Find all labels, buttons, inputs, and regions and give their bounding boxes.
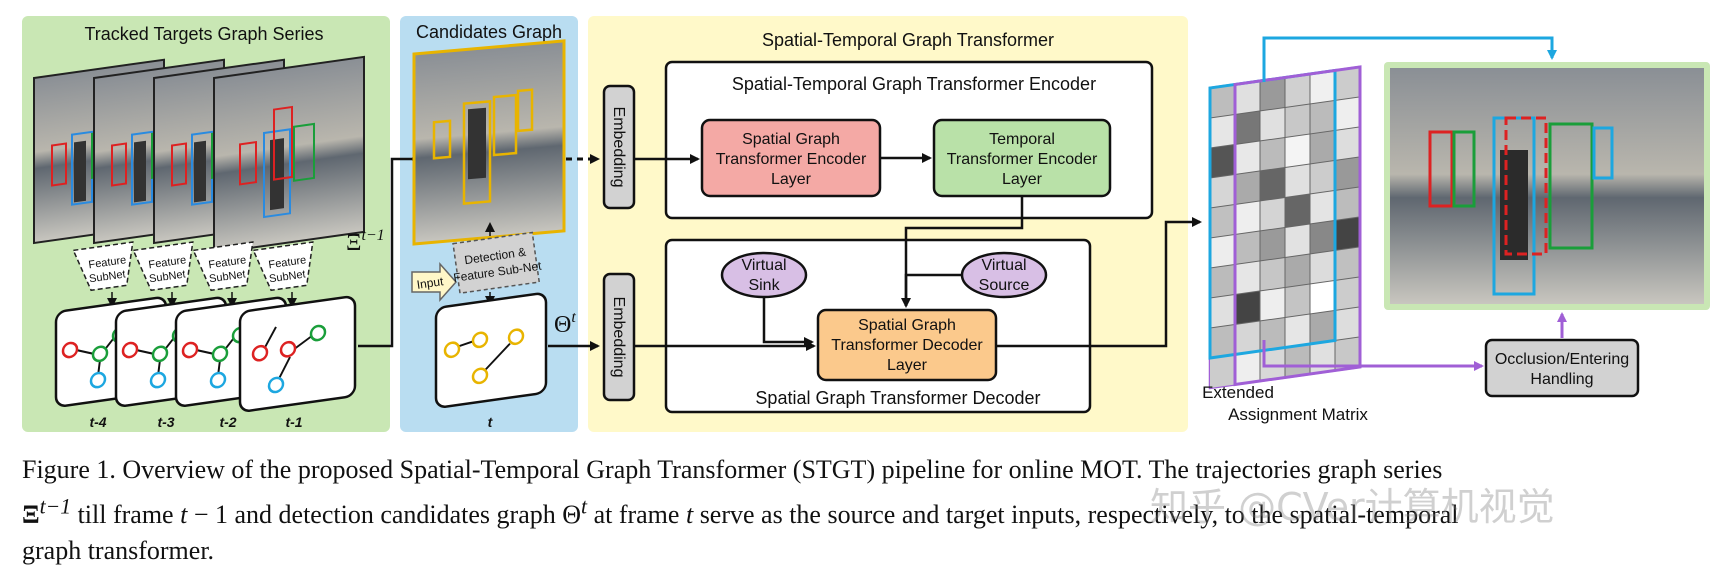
tracked-graph-cards — [54, 295, 357, 412]
embedding-decoder: Embedding — [602, 272, 636, 402]
feature-subnet-label-4b: SubNet — [268, 268, 306, 285]
frame-label-t3: t-3 — [157, 414, 174, 430]
xi-symbol: Ξt−1 — [346, 227, 385, 256]
feature-subnet-label-3a: Feature — [208, 254, 247, 271]
input-label: Input — [416, 274, 445, 292]
spatial-enc-3: Layer — [771, 171, 812, 188]
detection-subnet-box: Detection & Feature Sub-Net — [452, 231, 543, 295]
figure-caption: Figure 1. Overview of the proposed Spati… — [22, 452, 1712, 569]
caption-line-2: Ξt−1 till frame t − 1 and detection cand… — [22, 494, 1459, 529]
feature-subnet-label-1a: Feature — [88, 254, 127, 271]
temporal-enc-1: Temporal — [989, 131, 1055, 148]
feature-subnet-label-3b: SubNet — [208, 268, 246, 285]
purple-arrow — [1262, 340, 1484, 371]
theta-symbol: Θt — [554, 309, 576, 338]
tracked-panel-title: Tracked Targets Graph Series — [84, 24, 323, 44]
feature-subnet-label-1b: SubNet — [88, 268, 126, 285]
candidates-panel-title: Candidates Graph — [416, 22, 562, 42]
spatial-dec-3: Layer — [887, 357, 928, 374]
caption-line-1: Figure 1. Overview of the proposed Spati… — [22, 455, 1443, 484]
watermark: 知乎 @CVer计算机视觉 — [1150, 485, 1555, 529]
temporal-enc-2: Transformer Encoder — [947, 151, 1098, 168]
frame-label-t2: t-2 — [219, 414, 236, 430]
feature-subnets: Feature SubNet Feature SubNet Feature Su… — [72, 241, 314, 292]
feature-subnet-label-2a: Feature — [148, 254, 187, 271]
embedding-encoder: Embedding — [602, 84, 636, 210]
output-photo — [1384, 62, 1710, 310]
tracked-to-embedding-line — [358, 157, 412, 348]
feature-subnet-label-2b: SubNet — [148, 268, 186, 285]
frame-labels: t-4 t-3 t-2 t-1 — [89, 414, 302, 430]
decoder-title: Spatial Graph Transformer Decoder — [755, 388, 1040, 408]
figure-diagram: Tracked Targets Graph Series Candidates … — [22, 16, 1710, 432]
caption-line-3: graph transformer. — [22, 535, 215, 565]
encoder-title: Spatial-Temporal Graph Transformer Encod… — [732, 74, 1096, 94]
matrix-label-2: Assignment Matrix — [1228, 405, 1368, 424]
spatial-dec-2: Transformer Decoder — [831, 337, 983, 354]
temporal-enc-3: Layer — [1002, 171, 1043, 188]
virtual-sink-2: Sink — [748, 277, 780, 294]
occlusion-box — [1484, 338, 1640, 398]
spatial-dec-1: Spatial Graph — [858, 317, 956, 334]
feature-subnet-label-4a: Feature — [268, 254, 307, 271]
frame-label-t4: t-4 — [89, 414, 106, 430]
tracked-frames — [33, 55, 365, 255]
cyan-arrow — [1262, 36, 1557, 82]
embedding-decoder-label: Embedding — [610, 297, 627, 378]
candidate-graph-card — [434, 292, 548, 408]
virtual-sink-1: Virtual — [741, 257, 786, 274]
occlusion-label-2: Handling — [1530, 371, 1593, 388]
matrix-label-1: Extended — [1202, 383, 1274, 402]
spatial-enc-1: Spatial Graph — [742, 131, 840, 148]
assignment-matrix — [1208, 65, 1362, 390]
spatial-enc-2: Transformer Encoder — [716, 151, 867, 168]
virtual-source-1: Virtual — [981, 257, 1026, 274]
input-arrow — [411, 262, 458, 302]
embedding-encoder-label: Embedding — [610, 107, 627, 188]
stgt-panel-title: Spatial-Temporal Graph Transformer — [762, 30, 1054, 50]
candidate-frame-label: t — [488, 414, 494, 430]
occlusion-label-1: Occlusion/Entering — [1495, 351, 1629, 368]
candidates-photo — [412, 39, 566, 246]
virtual-source-2: Source — [979, 277, 1030, 294]
frame-label-t1: t-1 — [285, 414, 302, 430]
